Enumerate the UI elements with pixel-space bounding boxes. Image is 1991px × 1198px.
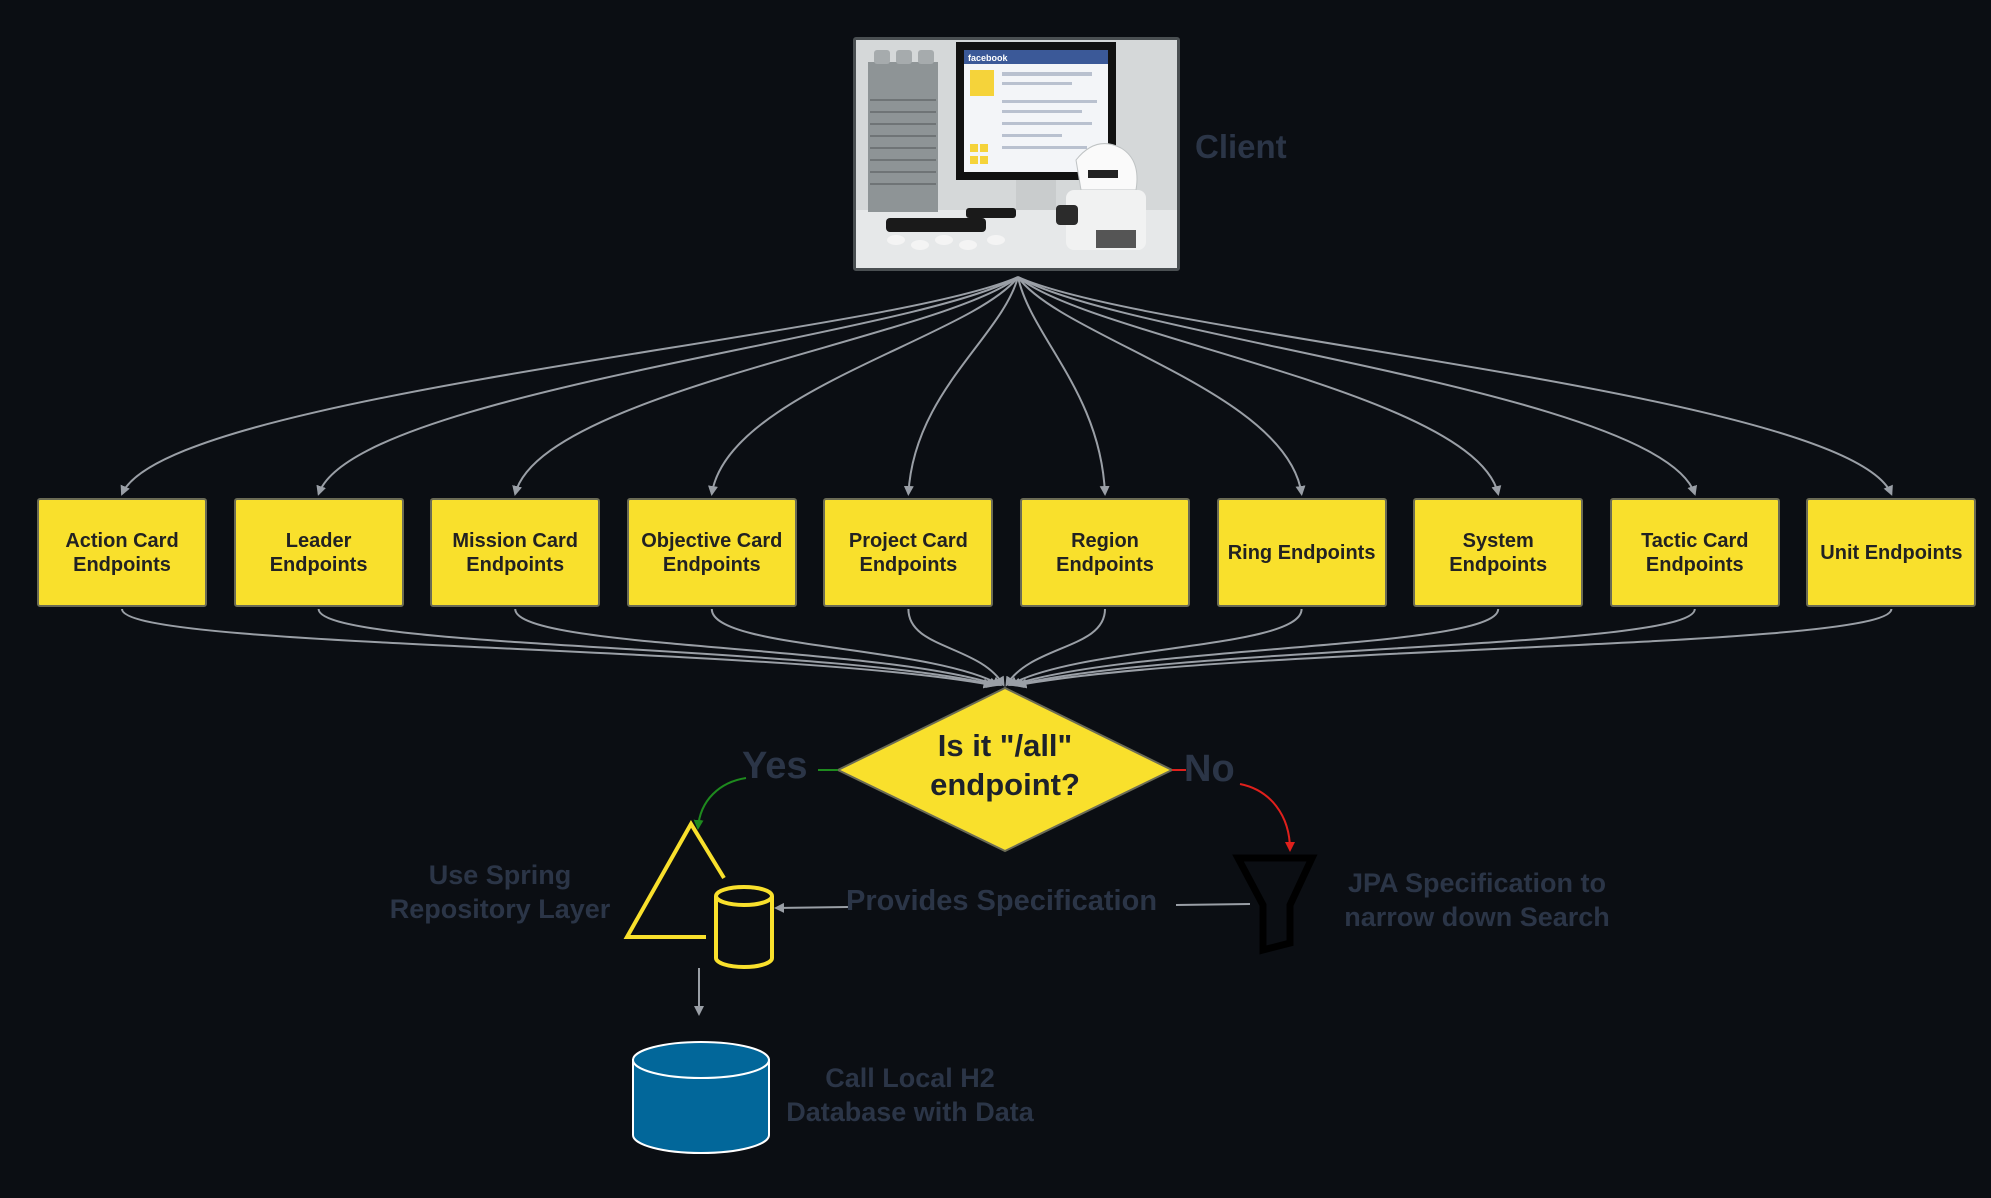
spring-repository-icon [623, 820, 774, 969]
endpoint-node: Tactic Card Endpoints [1609, 498, 1780, 607]
endpoint-node: Region Endpoints [1020, 498, 1190, 607]
jpa-specification-label: JPA Specification to narrow down Search [1344, 868, 1610, 932]
spec-edge-right [1175, 903, 1251, 906]
client-endpoint-edge [1017, 276, 1893, 496]
endpoint-decision-edge [1010, 608, 1500, 688]
endpoint-decision-edge [1005, 608, 1106, 687]
endpoint-decision-edge [1007, 608, 1303, 686]
no-edge [1239, 783, 1295, 852]
no-label: No [1184, 748, 1235, 790]
client-endpoint-edge [1017, 276, 1306, 496]
endpoint-to-decision-edges [121, 608, 1893, 689]
endpoint-decision-edge [317, 608, 997, 689]
client-endpoint-edge [1017, 276, 1110, 496]
decision-diamond [835, 686, 1175, 853]
endpoint-node: Mission Card Endpoints [430, 498, 601, 607]
client-to-endpoint-edges [120, 276, 1893, 496]
endpoint-node: Project Card Endpoints [823, 498, 994, 607]
endpoint-decision-edge [1013, 608, 1696, 689]
endpoint-decision-edge [121, 608, 994, 689]
endpoint-node: Action Card Endpoints [37, 498, 207, 607]
funnel-icon [1232, 854, 1318, 955]
client-endpoint-edge [1017, 276, 1697, 496]
client-endpoint-edge [1017, 276, 1502, 496]
endpoint-decision-edge [1016, 608, 1893, 689]
endpoint-decision-edge [514, 608, 1000, 688]
endpoint-decision-edge [907, 608, 1005, 687]
database-icon [632, 1041, 770, 1154]
spec-edge-label: Provides Specification [846, 885, 1158, 917]
database-label: Call Local H2 Database with Data [786, 1063, 1034, 1127]
client-endpoint-edge [120, 276, 1019, 496]
client-photo: facebook [853, 37, 1180, 271]
client-endpoint-edge [903, 276, 1019, 496]
spring-repository-label: Use Spring Repository Layer [389, 860, 611, 924]
decision-question: Is it "/all" endpoint? [930, 728, 1080, 802]
client-label: Client [1195, 128, 1287, 165]
yes-label: Yes [742, 745, 808, 787]
spec-edge-left [774, 902, 849, 913]
endpoint-node: Objective Card Endpoints [626, 498, 797, 607]
client-endpoint-edge [708, 276, 1019, 496]
endpoint-node: System Endpoints [1413, 498, 1584, 607]
endpoint-node: Leader Endpoints [233, 498, 404, 607]
monitor-caption: facebook [968, 53, 1009, 63]
client-endpoint-edge [512, 276, 1019, 496]
endpoint-node: Unit Endpoints [1806, 498, 1977, 607]
endpoint-node: Ring Endpoints [1216, 498, 1387, 607]
client-endpoint-edge [316, 276, 1019, 496]
yes-edge [693, 777, 747, 830]
endpoint-decision-edge [710, 608, 1003, 686]
